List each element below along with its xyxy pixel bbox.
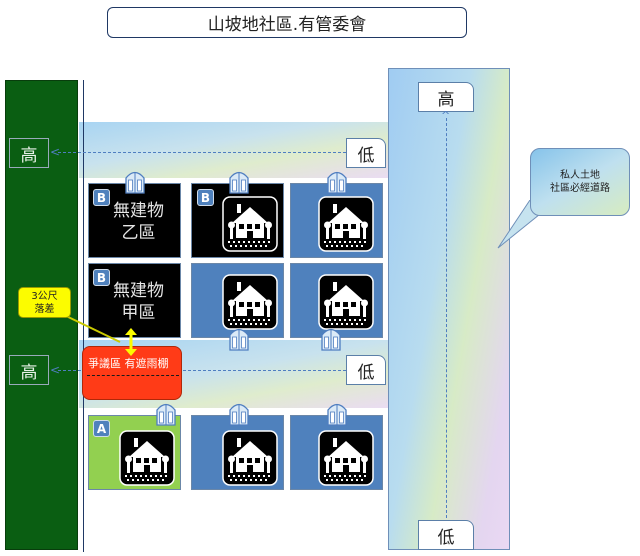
drop-callout-pointer	[61, 313, 121, 343]
house-icon	[318, 196, 374, 252]
house-icon	[222, 196, 278, 252]
lot-b-yi: B 無建物 乙區	[88, 183, 181, 258]
high-label-private-road: 高	[418, 82, 474, 112]
private-land-callout: 私人土地社區必經道路	[530, 148, 630, 216]
lot-b-jia-line1: 無建物	[113, 281, 164, 301]
dispute-zone-label: 爭議區 有遮雨棚	[88, 357, 169, 370]
private-road	[388, 68, 510, 550]
lot-house-r1c3	[290, 183, 383, 258]
lot-b-jia: B 無建物 甲區	[88, 263, 181, 338]
high-label-mid-left: 高	[9, 355, 49, 385]
lot-b-jia-line2: 甲區	[121, 303, 156, 323]
gate-icon	[228, 400, 250, 426]
dispute-zone: 爭議區 有遮雨棚	[82, 346, 182, 400]
private-callout-line1: 私人土地	[560, 170, 600, 181]
gate-icon	[124, 168, 146, 194]
house-icon	[318, 430, 374, 486]
arrow-icon: <	[50, 145, 61, 159]
gate-icon	[326, 168, 348, 194]
lot-house-r3c3	[290, 415, 383, 490]
page-title: 山坡地社區.有管委會	[107, 7, 467, 38]
house-icon	[119, 430, 175, 486]
low-label-mid-road: 低	[346, 355, 386, 385]
arrow-icon	[125, 328, 137, 356]
house-icon	[222, 430, 278, 486]
gate-icon	[228, 325, 250, 351]
lot-house-r2c2	[191, 263, 284, 338]
lot-b-jia-label: 無建物 甲區	[101, 280, 176, 324]
gate-icon	[320, 325, 342, 351]
drop-callout-line2: 落差	[34, 303, 55, 315]
gate-icon	[155, 400, 177, 426]
high-label-top-left: 高	[9, 138, 49, 168]
slope-dashed-line-vertical	[446, 118, 447, 518]
lot-b-yi-line2: 乙區	[121, 223, 156, 243]
drop-callout-line1: 3公尺	[31, 290, 58, 302]
upper-road	[79, 122, 388, 178]
gate-icon	[326, 400, 348, 426]
lot-a: A	[88, 415, 181, 490]
lot-house-r2c3	[290, 263, 383, 338]
lot-b-badge: B	[93, 269, 110, 286]
lot-b-yi-line1: 無建物	[113, 201, 164, 221]
lot-house-r3c2	[191, 415, 284, 490]
drop-callout: 3公尺落差	[18, 287, 71, 318]
low-label-top-road: 低	[346, 138, 386, 168]
lot-a-badge: A	[93, 420, 110, 437]
low-label-private-road: 低	[418, 520, 474, 550]
lot-b-yi-label: 無建物 乙區	[101, 200, 176, 244]
dispute-dashed-line	[87, 375, 179, 376]
private-callout-line2: 社區必經道路	[550, 183, 610, 194]
house-icon	[222, 274, 278, 330]
boundary-line	[83, 80, 84, 552]
lot-b-badge: B	[93, 189, 110, 206]
house-icon	[318, 274, 374, 330]
slope-dashed-line-top	[58, 152, 346, 153]
slope-dashed-line-mid	[58, 370, 346, 371]
gate-icon	[228, 168, 250, 194]
lot-b-house: B	[191, 183, 284, 258]
arrow-icon: ^	[441, 109, 451, 122]
lot-b-badge: B	[197, 189, 214, 206]
arrow-icon: <	[50, 363, 61, 377]
